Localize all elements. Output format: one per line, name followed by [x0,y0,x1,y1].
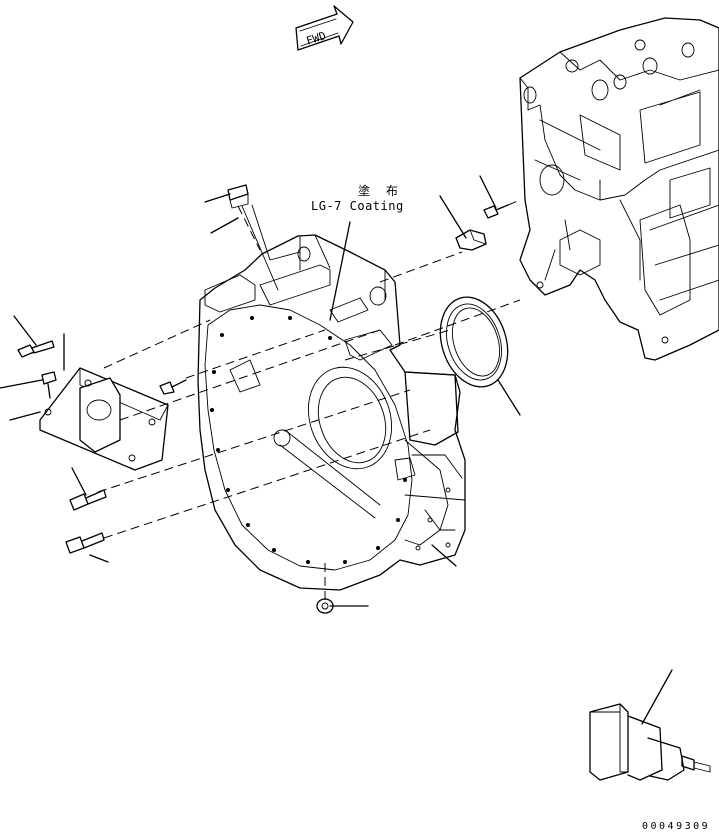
cylinder-block [519,17,719,361]
plug [227,184,334,614]
alignment-lines [97,199,521,600]
coating-label-en: LG-7 Coating [311,199,404,213]
sensor [455,229,487,251]
leader-lines [0,175,673,725]
coating-label-jp: 塗 布 [358,184,404,198]
oil-seal [439,296,509,388]
tool [589,703,711,781]
drawing-id: 00049309 [642,821,711,832]
bolt [17,204,509,554]
fwd-label: FWD [305,29,328,48]
flywheel-housing [197,234,466,591]
fwd-arrow-icon: FWD [295,5,354,51]
bracket [39,367,169,471]
